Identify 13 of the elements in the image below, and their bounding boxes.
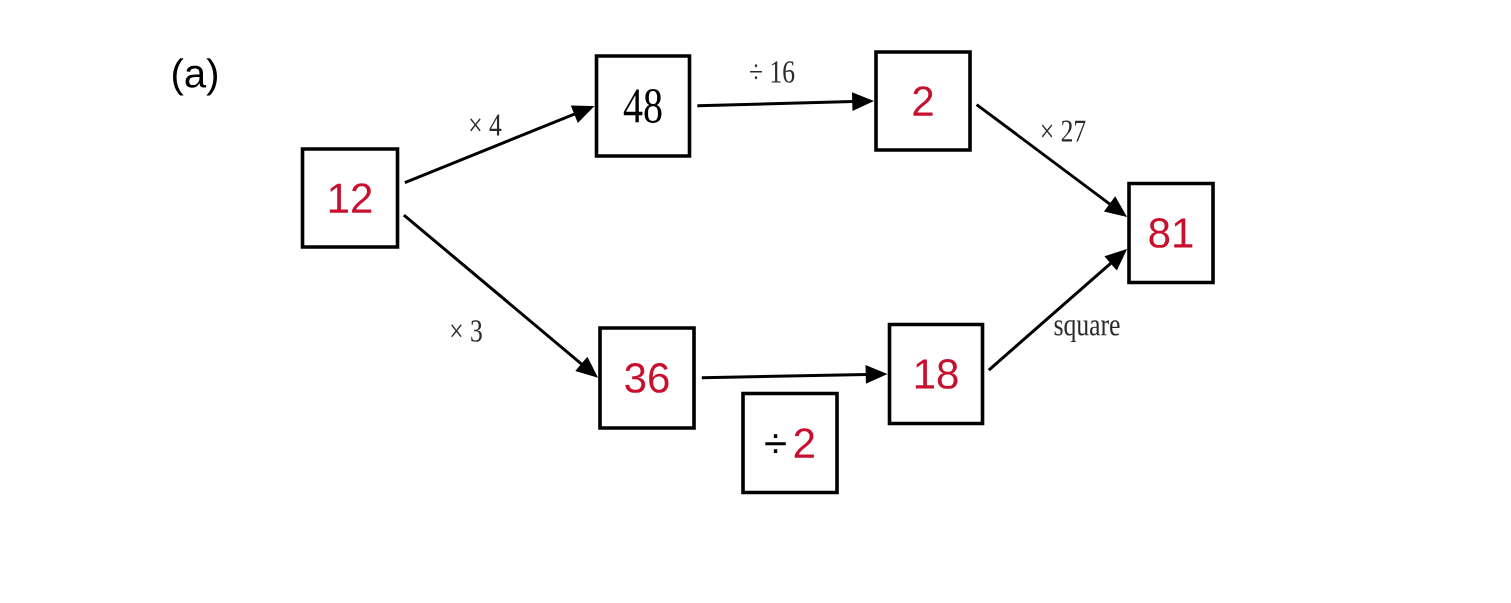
operation-box: ÷ 2 <box>741 391 839 495</box>
number-box: 48 <box>594 54 692 158</box>
number-box: 36 <box>598 326 696 430</box>
number-box: 2 <box>874 50 972 152</box>
edge-label: square <box>1051 317 1123 345</box>
number-box: 18 <box>887 322 985 426</box>
number-box: 12 <box>300 147 400 249</box>
edge-label: × 4 <box>466 112 504 138</box>
number-box: 81 <box>1127 181 1215 285</box>
edge-label: ÷ 16 <box>747 59 798 85</box>
edge-label: × 3 <box>447 318 485 344</box>
part-label: (a) <box>173 58 217 96</box>
edge-label: × 27 <box>1037 118 1089 144</box>
